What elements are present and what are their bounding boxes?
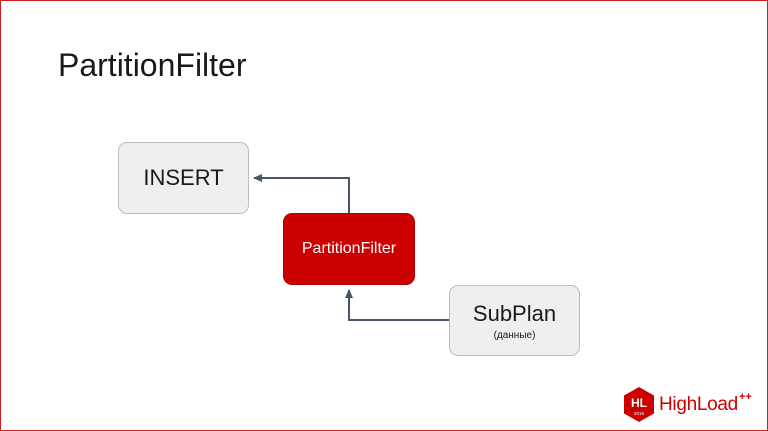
logo-superscript: ++: [739, 391, 752, 403]
logo-badge-letters: HL: [631, 396, 647, 410]
edge-subplan-to-partitionfilter: [345, 289, 449, 321]
highload-logo: HL 2016 HighLoad ++: [623, 386, 763, 426]
node-partition-filter: PartitionFilter: [283, 213, 415, 285]
logo-badge-year: 2016: [634, 411, 645, 416]
node-partition-filter-label: PartitionFilter: [301, 240, 397, 257]
logo-brand-text: HighLoad: [659, 394, 738, 415]
node-insert: INSERT: [118, 142, 249, 214]
node-subplan-sublabel: (данные): [493, 329, 536, 341]
slide-title: PartitionFilter: [58, 47, 247, 83]
node-insert-label: INSERT: [143, 165, 224, 190]
node-subplan-label: SubPlan: [472, 300, 557, 326]
node-subplan: SubPlan (данные): [449, 285, 580, 356]
edge-partitionfilter-to-insert: [253, 174, 350, 213]
hexagon-logo-icon: HL 2016: [624, 387, 654, 422]
